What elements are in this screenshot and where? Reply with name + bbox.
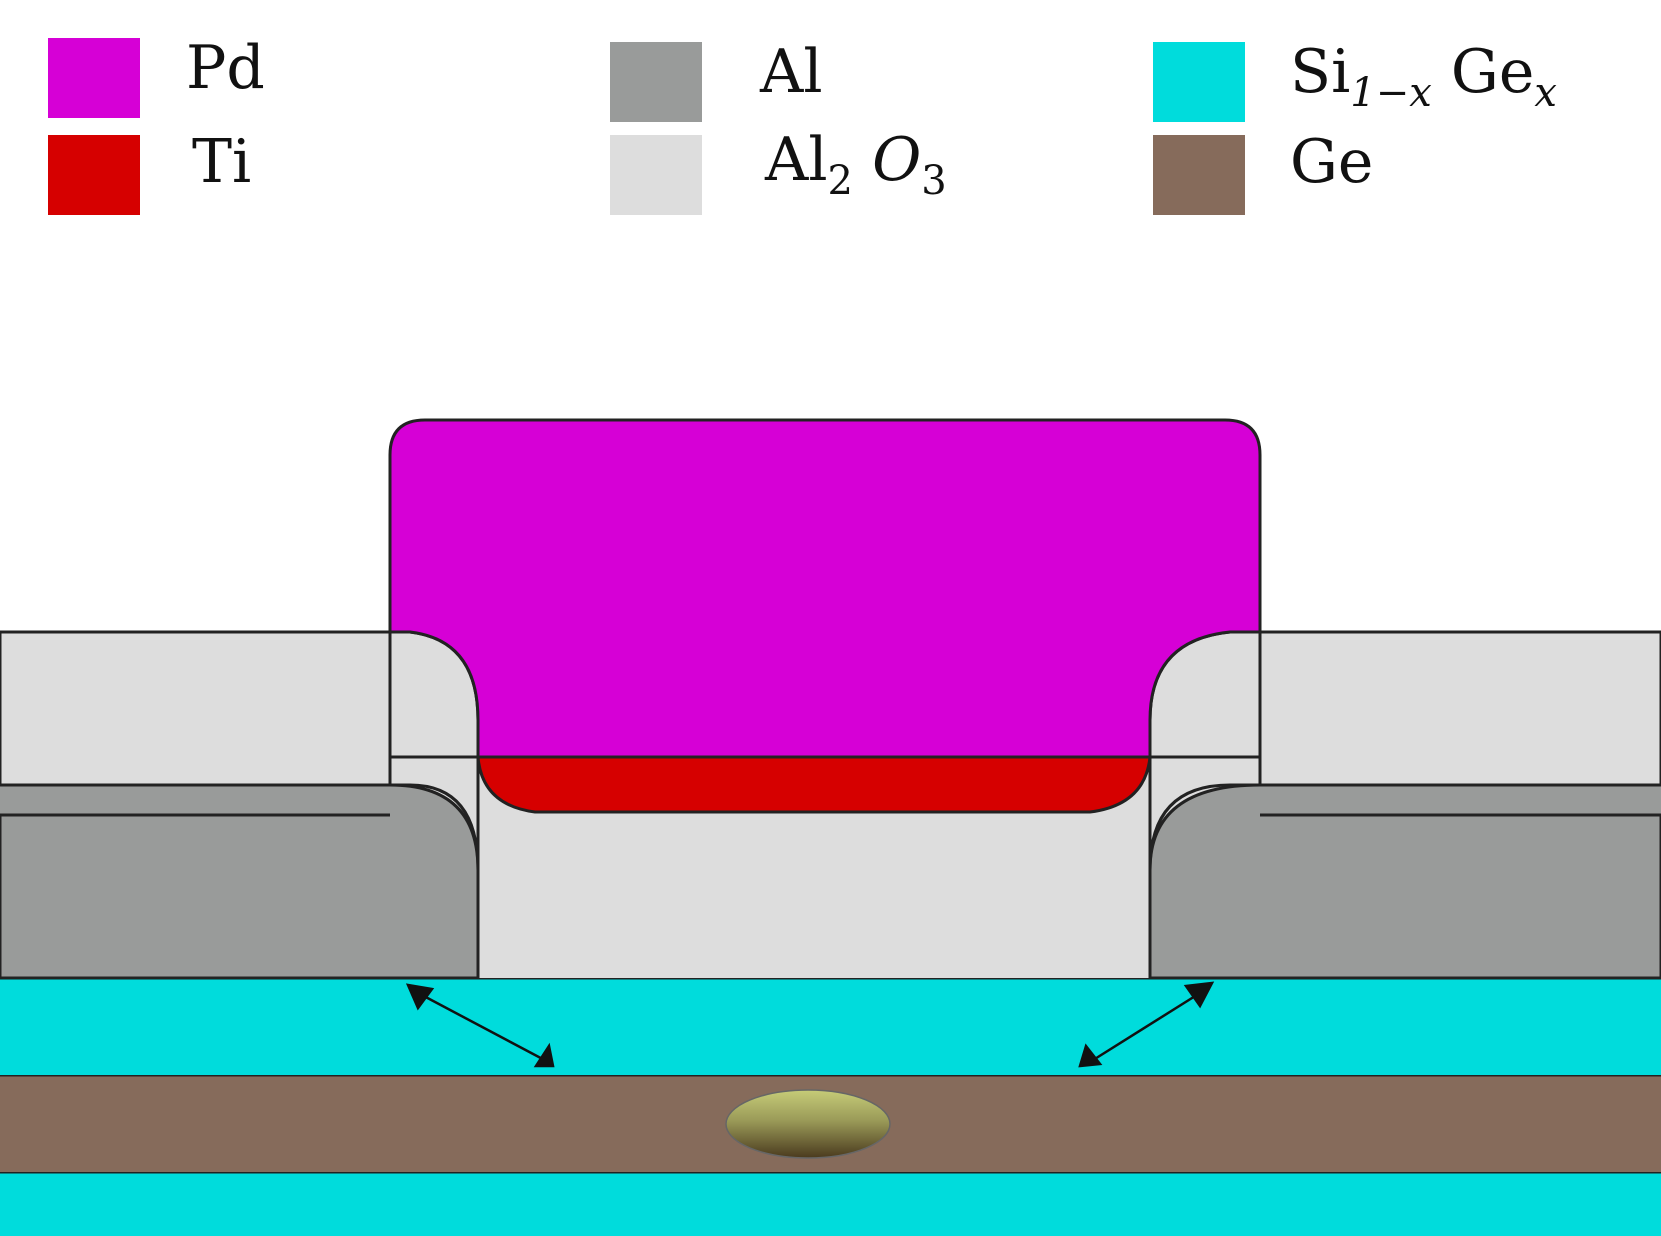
al2o3-right-field bbox=[1258, 630, 1661, 787]
pd-gate bbox=[388, 418, 1262, 762]
legend-swatch-al bbox=[610, 42, 702, 122]
legend-swatch-ti bbox=[48, 135, 140, 215]
sige-ge: Ge bbox=[1450, 37, 1535, 107]
al2o3-sub-2: 2 bbox=[827, 158, 853, 204]
legend-label-al: Al bbox=[760, 37, 823, 107]
left-double-arrow bbox=[405, 983, 555, 1068]
al2o3-base: Al bbox=[765, 125, 828, 195]
al2o3-o: O bbox=[872, 125, 922, 195]
sige-bottom-layer bbox=[0, 1172, 1661, 1236]
legend-swatch-sige bbox=[1153, 42, 1245, 122]
legend-swatch-pd bbox=[48, 38, 140, 118]
right-double-arrow bbox=[1078, 981, 1215, 1068]
legend-label-sige: Si1−x Gex bbox=[1290, 42, 1557, 113]
sige-sub-x: x bbox=[1534, 70, 1557, 116]
legend-swatch-ge bbox=[1153, 135, 1245, 215]
al2o3-left-field bbox=[0, 630, 392, 787]
ti-layer bbox=[476, 755, 1152, 814]
channel-carrier-ellipse bbox=[725, 1089, 891, 1159]
legend-label-al2o3: Al2 O3 bbox=[765, 130, 947, 201]
sige-base: Si bbox=[1290, 37, 1351, 107]
legend-label-pd: Pd bbox=[186, 33, 265, 103]
al2o3-sub-3: 3 bbox=[921, 158, 947, 204]
legend-label-ti: Ti bbox=[192, 127, 252, 197]
legend-label-ge: Ge bbox=[1290, 127, 1374, 197]
legend: Pd Ti Al Al2 O3 Si1−x Gex Ge bbox=[0, 0, 1661, 230]
legend-swatch-al2o3 bbox=[610, 135, 702, 215]
sige-sub-1-x: 1−x bbox=[1350, 70, 1432, 116]
al-right-strip bbox=[1260, 785, 1661, 815]
sige-top-layer bbox=[0, 978, 1661, 1075]
al-left-strip bbox=[0, 785, 390, 815]
